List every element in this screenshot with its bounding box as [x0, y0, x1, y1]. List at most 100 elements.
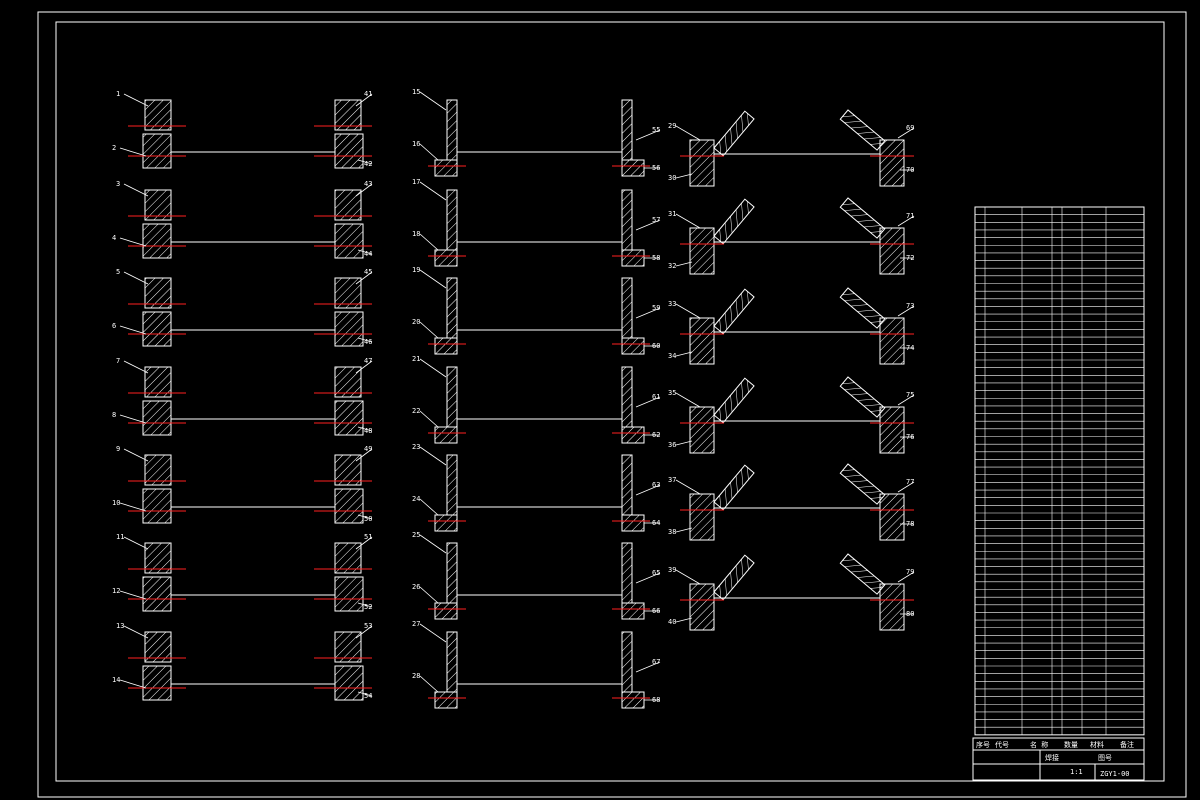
label-col2-13: 54 [364, 692, 372, 700]
label-col1-9: 10 [112, 499, 120, 507]
plate-left-top-6 [144, 631, 172, 663]
label-col1-0: 1 [116, 90, 120, 98]
label-col1-7: 8 [112, 411, 116, 419]
header-cell-3: 数量 [1064, 740, 1078, 749]
header-cell-2: 名 称 [1030, 740, 1048, 749]
angle-branch-left-4 [713, 464, 755, 511]
label-col3-8-leader [419, 446, 447, 466]
label-col6-6: 75 [906, 391, 914, 399]
label-col1-9-leader [119, 502, 147, 512]
label-col3-7-leader [419, 410, 439, 428]
label-col1-13: 14 [112, 676, 120, 684]
header-cell-0: 序号 [976, 740, 990, 749]
plate-left-top-3 [144, 366, 172, 398]
label-col2-0: 41 [364, 90, 372, 98]
label-col3-8: 23 [412, 443, 420, 451]
label-col4-12-leader [635, 661, 661, 673]
angle-branch-right-0 [839, 109, 886, 151]
title-cell-c: 图号 [1098, 754, 1112, 762]
label-col4-6-leader [635, 396, 661, 408]
plate-right-bottom-1 [334, 223, 364, 259]
angle-branch-left-5 [713, 554, 755, 601]
label-col1-5-leader [119, 325, 147, 335]
label-col5-9-leader [675, 527, 693, 533]
label-col2-6-leader [355, 360, 373, 374]
plate-right-bottom-4 [334, 488, 364, 524]
label-col2-3: 44 [364, 250, 372, 258]
label-col5-5: 34 [668, 352, 676, 360]
label-col3-6-leader [419, 358, 447, 378]
inner-border [55, 21, 1165, 782]
label-col3-11: 26 [412, 583, 420, 591]
flange-left-3 [434, 426, 458, 444]
label-col1-10: 11 [116, 533, 124, 541]
flange-right-3 [621, 426, 645, 444]
plate-left-bottom-2 [142, 311, 172, 347]
plate-right-top-5 [334, 542, 362, 574]
label-col5-10: 39 [668, 566, 676, 574]
web-right-5 [621, 542, 633, 604]
label-col3-7: 22 [412, 407, 420, 415]
flange-left-5 [434, 602, 458, 620]
web-left-4 [446, 454, 458, 516]
label-col4-4-leader [635, 307, 661, 319]
angle-branch-right-5 [839, 553, 886, 595]
flange-right-1 [621, 249, 645, 267]
label-col4-10-leader [635, 572, 661, 584]
angle-branch-right-3 [839, 376, 886, 418]
label-col1-2-leader [123, 183, 149, 197]
flange-right-2 [621, 337, 645, 355]
label-col5-2-leader [675, 213, 701, 229]
flange-right-0 [621, 159, 645, 177]
label-col2-5-leader [357, 337, 373, 343]
label-col5-2: 31 [668, 210, 676, 218]
weld-sections [128, 99, 914, 709]
label-col5-0-leader [675, 125, 701, 141]
label-col3-3-leader [419, 233, 439, 251]
label-col3-9-leader [419, 498, 439, 516]
web-left-6 [446, 631, 458, 693]
label-col6-6-leader [897, 394, 915, 406]
label-col2-7: 48 [364, 427, 372, 435]
label-col4-10: 65 [652, 569, 660, 577]
label-col3-13: 28 [412, 672, 420, 680]
plate-right-bottom-5 [334, 576, 364, 612]
label-col3-3: 18 [412, 230, 420, 238]
label-col3-1-leader [419, 143, 439, 161]
label-col3-1: 16 [412, 140, 420, 148]
label-col3-12: 27 [412, 620, 420, 628]
label-col2-5: 46 [364, 338, 372, 346]
flange-right-6 [621, 691, 645, 709]
label-col1-13-leader [119, 679, 147, 689]
label-col2-4: 45 [364, 268, 372, 276]
label-col4-6: 61 [652, 393, 660, 401]
label-col4-0: 55 [652, 126, 660, 134]
plate-left-top-1 [144, 189, 172, 221]
label-col2-10: 51 [364, 533, 372, 541]
label-col1-0-leader [123, 93, 149, 107]
label-col5-6: 35 [668, 389, 676, 397]
label-col2-1: 42 [364, 160, 372, 168]
label-col6-0: 69 [906, 124, 914, 132]
label-col3-12-leader [419, 623, 447, 643]
web-left-1 [446, 189, 458, 251]
angle-base-right-3 [879, 406, 905, 454]
angle-base-left-1 [689, 227, 715, 275]
label-col3-4-leader [419, 269, 447, 289]
plate-left-top-0 [144, 99, 172, 131]
label-col6-2: 71 [906, 212, 914, 220]
angle-base-right-5 [879, 583, 905, 631]
label-col3-4: 19 [412, 266, 420, 274]
web-right-1 [621, 189, 633, 251]
label-col4-0-leader [635, 129, 661, 141]
plate-left-top-2 [144, 277, 172, 309]
label-col5-10-leader [675, 569, 701, 585]
label-col3-2: 17 [412, 178, 420, 186]
parts-list-frame [974, 206, 1145, 736]
label-col5-1-leader [675, 173, 693, 179]
label-col2-3-leader [357, 249, 373, 255]
label-col1-12: 13 [116, 622, 124, 630]
label-col1-4: 5 [116, 268, 120, 276]
label-col1-5: 6 [112, 322, 116, 330]
